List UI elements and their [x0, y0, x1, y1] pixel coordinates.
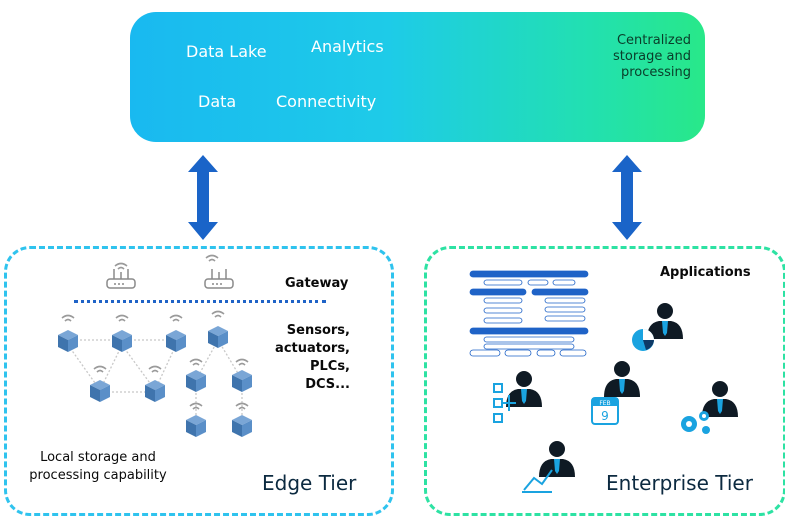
- user-icon: [604, 361, 640, 397]
- gateway-label: Gateway: [285, 276, 349, 291]
- enterprise-cloud-arrow: [612, 155, 642, 240]
- pie-chart-icon: [632, 329, 654, 351]
- centralized-note: Centralized storage and processing: [613, 33, 691, 80]
- device-cube-icon: [208, 326, 228, 348]
- analytics-label: Analytics: [311, 37, 384, 56]
- device-cube-icon: [112, 330, 132, 352]
- user-icon: [539, 441, 575, 477]
- device-cube-icon: [186, 370, 206, 392]
- user-icon: [647, 303, 683, 339]
- data-lake-label: Data Lake: [186, 42, 267, 61]
- router-icon: [204, 268, 234, 289]
- gateway-divider: [74, 300, 326, 303]
- device-cube-icon: [186, 415, 206, 437]
- edge-tier-box: [4, 246, 394, 516]
- growth-chart-icon: [522, 469, 553, 493]
- connectivity-label: Connectivity: [276, 92, 377, 111]
- org-chart-icon: [493, 383, 516, 423]
- edge-tier-title: Edge Tier: [262, 471, 357, 495]
- device-cube-icon: [58, 330, 78, 352]
- calendar-icon: FEB 9: [591, 397, 619, 425]
- local-storage-caption: Local storage and processing capability: [29, 450, 167, 483]
- calendar-month: FEB: [599, 400, 610, 407]
- calendar-day: 9: [601, 409, 609, 423]
- applications-thumbnail: [469, 270, 589, 357]
- user-icon: [702, 381, 738, 417]
- data-label: Data: [198, 92, 237, 111]
- devices-label: Sensors, actuators, PLCs, DCS...: [275, 323, 350, 392]
- device-cube-icon: [90, 380, 110, 402]
- enterprise-tier-box: [424, 246, 785, 516]
- device-cube-icon: [232, 370, 252, 392]
- device-cube-icon: [145, 380, 165, 402]
- enterprise-tier-title: Enterprise Tier: [606, 471, 753, 495]
- user-icon: [506, 371, 542, 407]
- applications-label: Applications: [660, 265, 751, 280]
- device-cube-icon: [232, 415, 252, 437]
- edge-cloud-arrow: [188, 155, 218, 240]
- cloud-banner: [130, 12, 705, 142]
- gears-icon: [681, 411, 710, 434]
- router-icon: [106, 268, 136, 289]
- device-cube-icon: [166, 330, 186, 352]
